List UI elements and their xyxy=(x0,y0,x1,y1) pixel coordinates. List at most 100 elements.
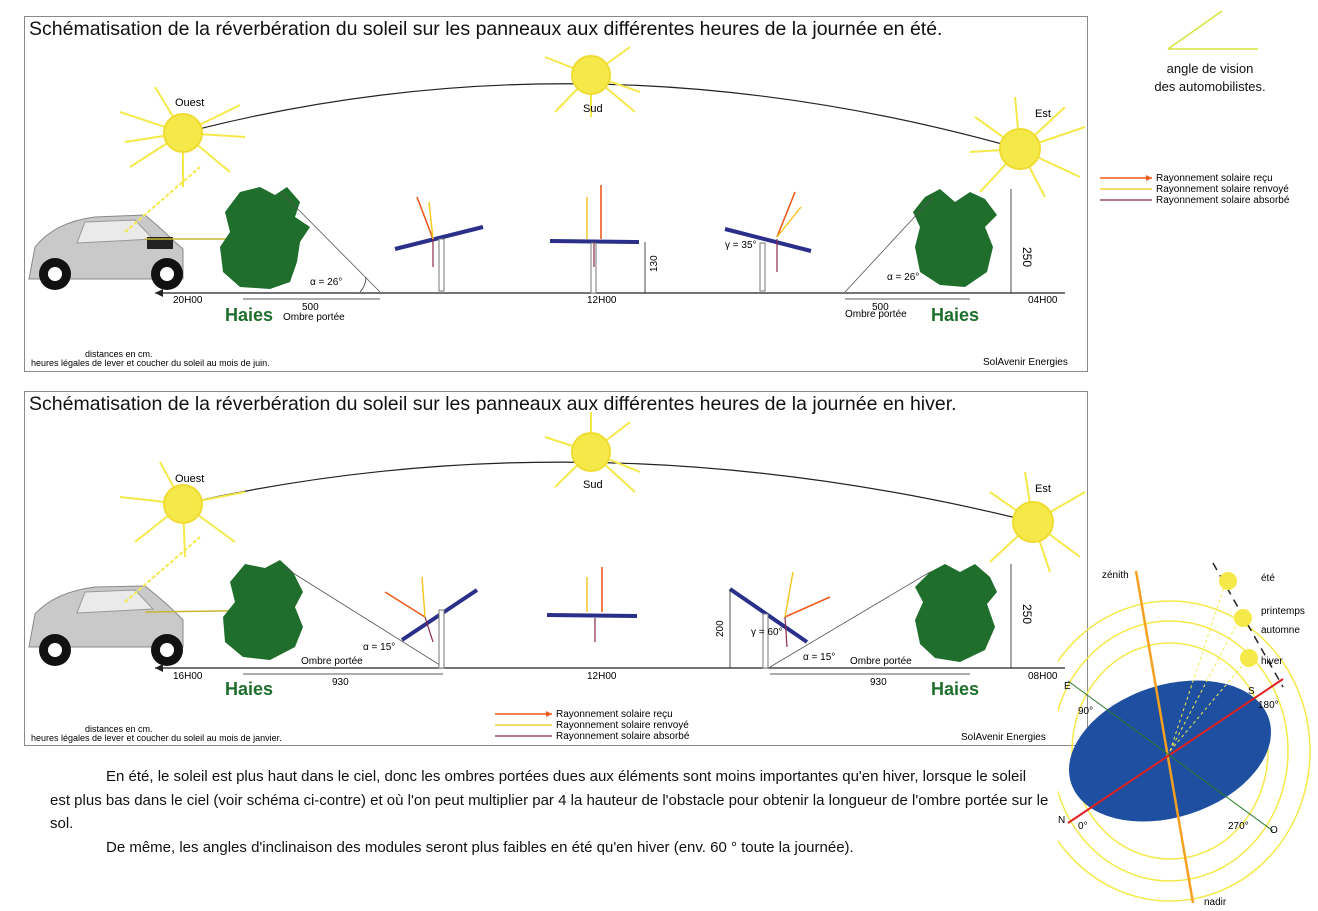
shadow-ray-left xyxy=(280,191,381,293)
shadow-label-left: Ombre portée xyxy=(301,656,363,667)
shadow-label-left: Ombre portée xyxy=(283,312,345,323)
solar-panel-west xyxy=(384,576,479,669)
solar-panel-east xyxy=(724,191,812,292)
vision-angle-line2: des automobilistes. xyxy=(1154,79,1266,94)
automne-label: automne xyxy=(1261,625,1300,636)
gamma-label: γ = 60° xyxy=(751,627,783,638)
sun-rays xyxy=(1169,580,1249,752)
shadow-ray-right xyxy=(844,196,934,293)
solar-panel-south xyxy=(546,567,638,642)
credit-label: SolAvenir Energies xyxy=(961,732,1046,743)
note-hours: heures légales de lever et coucher du so… xyxy=(31,733,282,743)
shadow-length-right: 500 xyxy=(872,302,889,313)
winter-title: Schématisation de la réverbération du so… xyxy=(29,393,957,415)
sun-west-label: Ouest xyxy=(175,97,204,109)
legend-received: Rayonnement solaire reçu xyxy=(1156,173,1273,184)
sun-path-arc xyxy=(182,83,1021,150)
deg90-label: 90° xyxy=(1078,706,1093,717)
deg0-label: 0° xyxy=(1078,821,1088,832)
shadow-ray-left xyxy=(284,567,444,668)
gamma-label: γ = 35° xyxy=(725,240,757,251)
zenith-label: zénith xyxy=(1102,570,1129,581)
sun-west-label: Ouest xyxy=(175,473,204,485)
explanation-line2: De même, les angles d'inclinaison des mo… xyxy=(106,838,854,856)
solar-panel-west xyxy=(394,196,484,292)
shadow-length-left: 500 xyxy=(302,302,319,313)
winter-diagram-panel: Schématisation de la réverbération du so… xyxy=(24,391,1088,746)
height-panel-label: 200 xyxy=(715,620,726,637)
angle-left-label: α = 15° xyxy=(363,642,395,653)
sun-south-label: Sud xyxy=(583,103,603,115)
deg180-label: 180° xyxy=(1258,700,1279,711)
shadow-length-left: 930 xyxy=(332,677,349,688)
time-right-label: 08H00 xyxy=(1028,671,1058,682)
hedge-right-icon xyxy=(913,189,997,287)
sun-east-icon xyxy=(989,471,1086,573)
printemps-label: printemps xyxy=(1261,606,1305,617)
ete-label: été xyxy=(1261,573,1275,584)
shadow-label-right: Ombre portée xyxy=(845,309,907,320)
time-mid-label: 12H00 xyxy=(587,671,617,682)
vision-line xyxy=(124,166,201,233)
shadow-ray-right xyxy=(769,571,931,668)
hedge-left-icon xyxy=(223,560,303,660)
sun-path-arc xyxy=(182,461,1034,523)
north-label: N xyxy=(1058,815,1065,826)
hedge-right-label: Haies xyxy=(931,305,979,325)
west-label: O xyxy=(1270,825,1278,836)
sun-west-icon xyxy=(119,86,246,187)
hiver-label: hiver xyxy=(1261,656,1283,667)
height-panel-label: 130 xyxy=(649,255,660,272)
celestial-sphere-diagram: zénith nadir été printemps automne hiver… xyxy=(1058,562,1311,908)
height-hedge-label: 250 xyxy=(1020,247,1034,267)
hedge-right-icon xyxy=(915,564,997,662)
sun-path-circles xyxy=(1058,600,1311,902)
angle-right-label: α = 15° xyxy=(803,652,835,663)
legend-summer: Rayonnement solaire reçu Rayonnement sol… xyxy=(1100,173,1290,206)
time-left-label: 20H00 xyxy=(173,295,203,306)
nadir-label: nadir xyxy=(1204,897,1227,908)
sun-south-label: Sud xyxy=(583,479,603,491)
deg270-label: 270° xyxy=(1228,821,1249,832)
time-right-label: 04H00 xyxy=(1028,295,1058,306)
zenith-nadir-axis xyxy=(1134,570,1195,904)
south-label: S xyxy=(1248,686,1255,697)
vision-line xyxy=(124,536,201,603)
credit-label: SolAvenir Energies xyxy=(983,357,1068,368)
angle-right-label: α = 26° xyxy=(887,272,919,283)
vision-angle-caption: angle de vision des automobilistes. xyxy=(1130,60,1290,96)
hedge-left-label: Haies xyxy=(225,305,273,325)
legend-received: Rayonnement solaire reçu xyxy=(556,709,673,720)
hedge-left-label: Haies xyxy=(225,679,273,699)
vision-angle-line1: angle de vision xyxy=(1166,61,1254,76)
sun-east-label: Est xyxy=(1035,483,1051,495)
shadow-label-right: Ombre portée xyxy=(850,656,912,667)
car-icon xyxy=(28,214,184,290)
hedge-left-icon xyxy=(220,187,310,289)
hedge-right-label: Haies xyxy=(931,679,979,699)
sun-south-icon xyxy=(544,46,641,117)
summer-diagram: Ouest Sud Est α = 26° 20H00 12H00 04H00 … xyxy=(28,46,1086,368)
legend-reflected: Rayonnement solaire renvoyé xyxy=(556,720,689,731)
vision-angle-icon xyxy=(1167,10,1258,50)
east-west-line xyxy=(1067,680,1274,832)
sun-west-icon xyxy=(119,461,246,558)
shadow-length-right: 930 xyxy=(870,677,887,688)
time-mid-label: 12H00 xyxy=(587,295,617,306)
sun-winter-icon xyxy=(1240,649,1258,667)
sun-east-label: Est xyxy=(1035,108,1051,120)
sun-summer-icon xyxy=(1219,572,1237,590)
north-south-line xyxy=(1067,678,1284,824)
height-hedge-label: 250 xyxy=(1020,604,1034,624)
legend-absorbed: Rayonnement solaire absorbé xyxy=(1156,195,1290,206)
explanation-paragraph: En été, le soleil est plus haut dans le … xyxy=(50,765,1050,859)
note-hours: heures légales de lever et coucher du so… xyxy=(31,358,270,368)
car-icon xyxy=(28,585,184,666)
sun-spring-icon xyxy=(1234,609,1252,627)
angle-left-label: α = 26° xyxy=(310,277,342,288)
summer-title: Schématisation de la réverbération du so… xyxy=(29,18,943,40)
note-units: distances en cm. xyxy=(85,349,153,359)
summer-diagram-panel: Schématisation de la réverbération du so… xyxy=(24,16,1088,372)
legend-reflected: Rayonnement solaire renvoyé xyxy=(1156,184,1289,195)
winter-diagram: Ouest Sud Est α = 15° Ombre portée 16H00… xyxy=(28,412,1086,743)
